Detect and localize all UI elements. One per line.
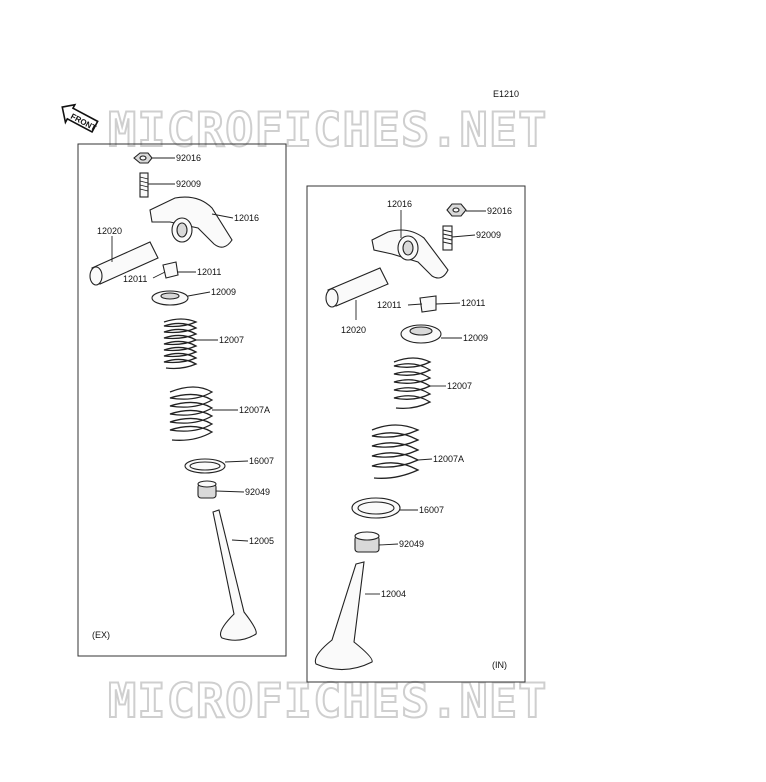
in-label-12020: 12020 <box>341 325 366 335</box>
in-label-92016: 92016 <box>487 206 512 216</box>
in-label-92009: 92009 <box>476 230 501 240</box>
ex-label-12016: 12016 <box>234 213 259 223</box>
in-label-12004: 12004 <box>381 589 406 599</box>
ex-label-92049: 92049 <box>245 487 270 497</box>
in-panel-frame <box>306 185 526 683</box>
ex-nut <box>133 152 153 164</box>
ex-label-12020: 12020 <box>97 226 122 236</box>
in-inner-spring <box>393 357 432 410</box>
ex-panel-label: (EX) <box>92 630 110 640</box>
ex-label-12007A: 12007A <box>239 405 270 415</box>
ex-label-12011-left: 12011 <box>123 274 147 284</box>
ex-label-12005: 12005 <box>249 536 274 546</box>
in-nut <box>446 203 467 217</box>
in-valve <box>314 561 373 671</box>
in-label-16007: 16007 <box>419 505 444 515</box>
ex-valve <box>212 509 257 641</box>
ex-label-12007: 12007 <box>219 335 244 345</box>
ex-label-92009: 92009 <box>176 179 201 189</box>
ex-rocker-arm <box>149 196 233 248</box>
in-label-12007: 12007 <box>447 381 472 391</box>
ex-label-12009: 12009 <box>211 287 236 297</box>
in-panel-label: (IN) <box>492 660 507 670</box>
ex-rocker-shaft <box>89 241 159 286</box>
leader-lines <box>111 157 486 595</box>
watermark-top: MICROFICHES.NET <box>108 103 547 158</box>
in-rocker-arm <box>371 229 449 279</box>
in-collet <box>419 295 437 313</box>
ex-label-92016: 92016 <box>176 153 201 163</box>
in-retainer <box>400 324 442 344</box>
in-label-12016: 12016 <box>387 199 412 209</box>
in-label-12007A: 12007A <box>433 454 464 464</box>
in-adjuster-screw <box>442 225 453 251</box>
front-arrow-icon: FRONT <box>61 103 99 134</box>
ex-spring-seat <box>184 458 226 474</box>
ex-label-16007: 16007 <box>249 456 274 466</box>
in-label-12011-right: 12011 <box>461 298 485 308</box>
ex-inner-spring <box>163 318 198 370</box>
in-valve-seal <box>354 531 380 553</box>
ex-valve-seal <box>197 480 217 499</box>
in-spring-seat <box>351 497 401 519</box>
in-label-12011-left: 12011 <box>377 300 401 310</box>
ex-panel-frame <box>77 143 287 657</box>
in-label-12009: 12009 <box>463 333 488 343</box>
ex-retainer <box>151 290 189 306</box>
ex-label-12011-right: 12011 <box>197 267 221 277</box>
ex-collet <box>162 261 179 279</box>
ex-adjuster-screw <box>139 172 149 198</box>
in-rocker-shaft <box>325 267 389 308</box>
in-label-92049: 92049 <box>399 539 424 549</box>
in-outer-spring <box>371 424 420 479</box>
ex-outer-spring <box>169 386 214 441</box>
diagram-code: E1210 <box>493 89 519 99</box>
